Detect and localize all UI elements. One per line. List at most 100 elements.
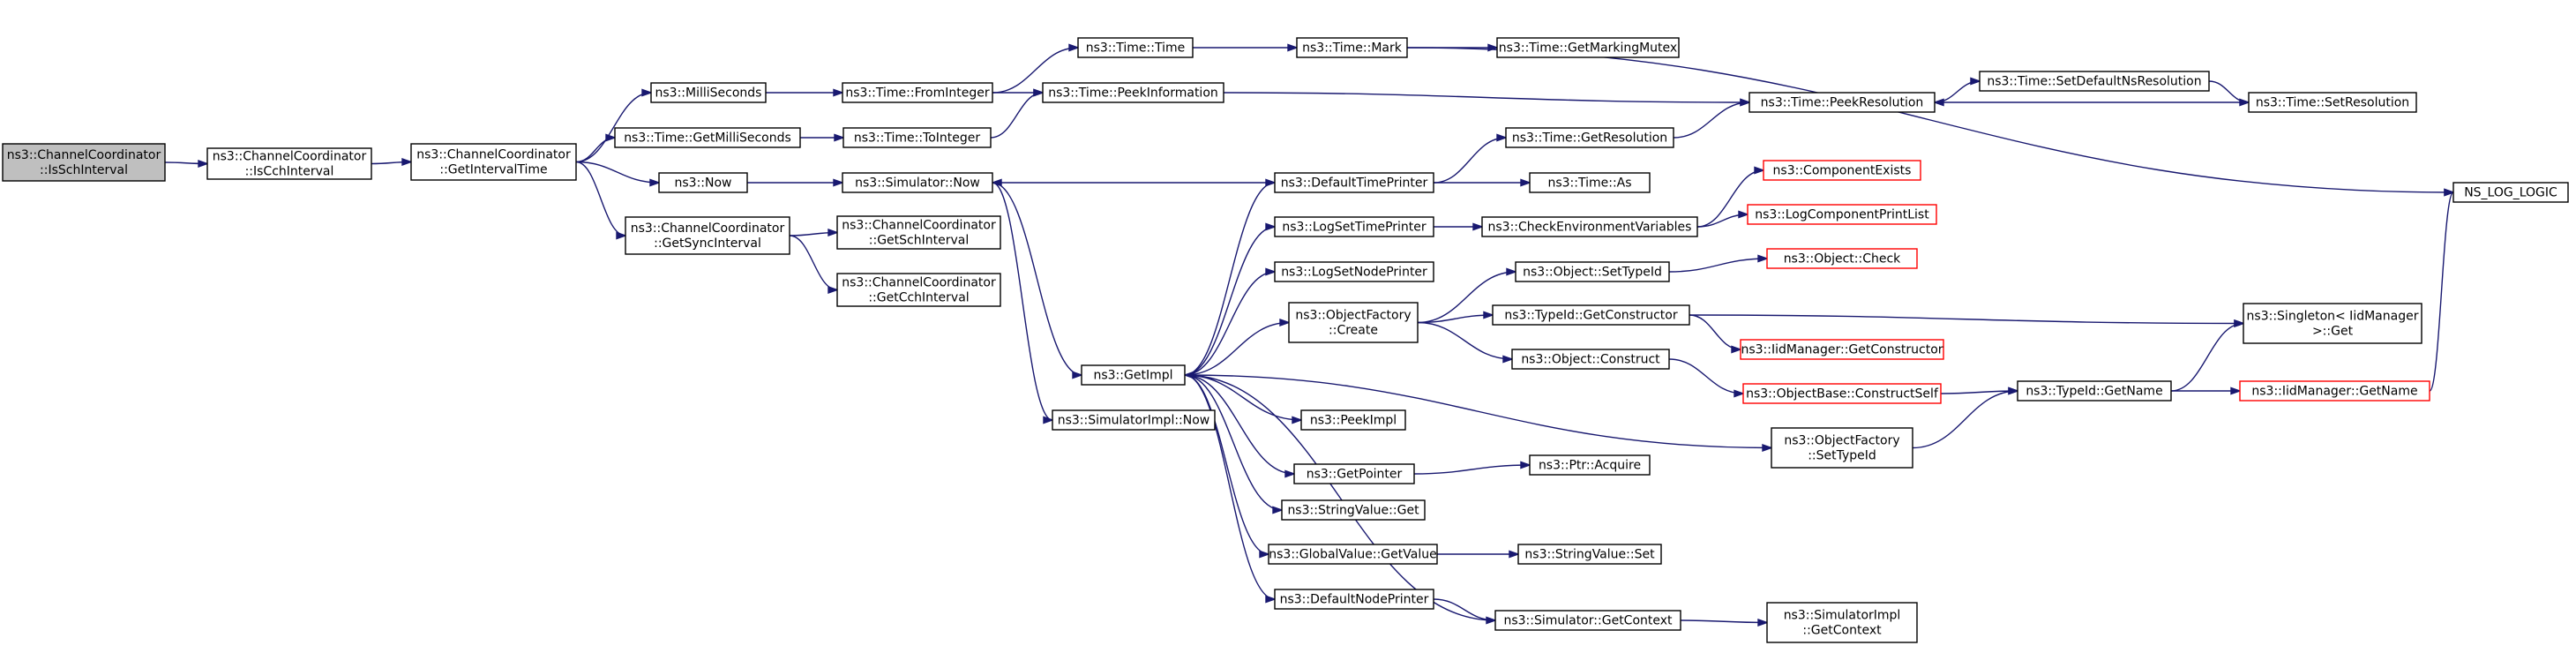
node-ns-log-logic[interactable]: NS_LOG_LOGIC bbox=[2452, 182, 2569, 203]
node-ns3-simulator-getcontext[interactable]: ns3::Simulator::GetContext bbox=[1494, 610, 1681, 631]
edge-line bbox=[575, 92, 652, 163]
node-ns3-typeid-getconstructor[interactable]: ns3::TypeId::GetConstructor bbox=[1492, 304, 1690, 326]
node-label: ns3::ComponentExists bbox=[1773, 164, 1912, 178]
node-ns3-time-getmilliseconds[interactable]: ns3::Time::GetMilliSeconds bbox=[614, 127, 801, 148]
node-ns3-objectfactory-create[interactable]: ns3::ObjectFactory::Create bbox=[1288, 302, 1419, 343]
arrow-icon bbox=[2234, 319, 2246, 327]
node-label: ::SetTypeId bbox=[1808, 449, 1876, 463]
call-edge bbox=[990, 178, 1275, 187]
node-box bbox=[1747, 204, 1937, 225]
node-label: ns3::IidManager::GetConstructor bbox=[1741, 343, 1943, 357]
node-ns3-peekimpl[interactable]: ns3::PeekImpl bbox=[1300, 409, 1406, 431]
call-edge bbox=[1184, 374, 1284, 514]
call-edge bbox=[575, 161, 662, 187]
node-ns3-time-getmarkingmutex[interactable]: ns3::Time::GetMarkingMutex bbox=[1496, 37, 1680, 58]
node-ns3-simulatorimpl-getcontext[interactable]: ns3::SimulatorImpl::GetContext bbox=[1766, 602, 1918, 643]
node-ns3-defaulttimeprinter[interactable]: ns3::DefaultTimePrinter bbox=[1274, 172, 1434, 193]
call-edge bbox=[1184, 374, 1277, 604]
edge-line bbox=[1934, 80, 1981, 103]
node-label: ns3::ObjectBase::ConstructSelf bbox=[1746, 387, 1939, 402]
call-edge bbox=[1668, 254, 1770, 273]
node-ns3-time-getresolution[interactable]: ns3::Time::GetResolution bbox=[1505, 127, 1674, 148]
arrow-icon bbox=[1483, 311, 1495, 319]
node-ns3-stringvalue-set[interactable]: ns3::StringValue::Set bbox=[1517, 544, 1662, 565]
call-edge bbox=[1912, 387, 2020, 449]
node-label: ns3::GlobalValue::GetValue bbox=[1269, 548, 1436, 562]
node-ns3-time-frominteger[interactable]: ns3::Time::FromInteger bbox=[842, 82, 993, 103]
node-ns3-channelcoordinator-iscchinterval[interactable]: ns3::ChannelCoordinator::IsCchInterval bbox=[206, 147, 372, 180]
node-ns3-logsetnodeprinter[interactable]: ns3::LogSetNodePrinter bbox=[1274, 261, 1434, 282]
edge-line bbox=[1184, 374, 1496, 621]
node-ns3-time-peekinformation[interactable]: ns3::Time::PeekInformation bbox=[1042, 82, 1224, 103]
node-label: ns3::ChannelCoordinator bbox=[416, 148, 571, 162]
arrow-icon bbox=[641, 88, 654, 97]
node-ns3-time-mark[interactable]: ns3::Time::Mark bbox=[1296, 37, 1408, 58]
node-label: ns3::Simulator::GetContext bbox=[1503, 614, 1673, 628]
node-ns3-componentexists[interactable]: ns3::ComponentExists bbox=[1763, 160, 1921, 181]
node-label: ns3::MilliSeconds bbox=[655, 86, 762, 101]
node-label: ns3::DefaultTimePrinter bbox=[1281, 176, 1428, 191]
node-ns3-object-construct[interactable]: ns3::Object::Construct bbox=[1511, 349, 1670, 370]
node-box bbox=[1052, 409, 1216, 431]
call-edge bbox=[1184, 374, 1271, 559]
node-ns3-globalvalue-getvalue[interactable]: ns3::GlobalValue::GetValue bbox=[1268, 544, 1438, 565]
node-ns3-typeid-getname[interactable]: ns3::TypeId::GetName bbox=[2017, 380, 2172, 402]
node-ns3-object-check[interactable]: ns3::Object::Check bbox=[1766, 248, 1918, 269]
node-ns3-objectfactory-settypeid[interactable]: ns3::ObjectFactory::SetTypeId bbox=[1771, 427, 1913, 469]
node-box bbox=[1529, 172, 1651, 193]
call-edge bbox=[1689, 314, 2246, 327]
arrow-icon bbox=[1284, 469, 1297, 478]
node-box bbox=[1740, 339, 1944, 360]
node-ns3-logcomponentprintlist[interactable]: ns3::LogComponentPrintList bbox=[1747, 204, 1937, 225]
node-ns3-iidmanager-getname[interactable]: ns3::IidManager::GetName bbox=[2239, 380, 2430, 402]
node-box bbox=[1511, 349, 1670, 370]
node-box bbox=[2243, 303, 2422, 344]
node-ns3-now[interactable]: ns3::Now bbox=[658, 172, 748, 193]
node-ns3-stringvalue-get[interactable]: ns3::StringValue::Get bbox=[1281, 499, 1426, 521]
node-box bbox=[206, 147, 372, 180]
arrow-icon bbox=[2008, 387, 2020, 395]
node-ns3-iidmanager-getconstructor[interactable]: ns3::IidManager::GetConstructor bbox=[1740, 339, 1944, 360]
node-ns3-getimpl[interactable]: ns3::GetImpl bbox=[1081, 364, 1186, 386]
node-label: ::GetIntervalTime bbox=[439, 163, 547, 177]
node-ns3-getpointer[interactable]: ns3::GetPointer bbox=[1293, 463, 1415, 484]
arrow-icon bbox=[1265, 595, 1277, 604]
node-ns3-channelcoordinator-isschinterval[interactable]: ns3::ChannelCoordinator::IsSchInterval bbox=[2, 143, 166, 182]
node-ns3-time-setdefaultnsresolution[interactable]: ns3::Time::SetDefaultNsResolution bbox=[1979, 71, 2210, 92]
node-ns3-channelcoordinator-getsyncinterval[interactable]: ns3::ChannelCoordinator::GetSyncInterval bbox=[625, 216, 790, 255]
node-ns3-objectbase-constructself[interactable]: ns3::ObjectBase::ConstructSelf bbox=[1742, 383, 1942, 404]
arrow-icon bbox=[1740, 98, 1752, 107]
node-ns3-channelcoordinator-getschinterval[interactable]: ns3::ChannelCoordinator::GetSchInterval bbox=[836, 215, 1001, 250]
call-edge bbox=[1417, 267, 1518, 324]
node-ns3-time-time[interactable]: ns3::Time::Time bbox=[1077, 37, 1194, 58]
edge-line bbox=[1413, 464, 1531, 475]
node-label: ns3::Time::Time bbox=[1086, 41, 1185, 56]
node-ns3-checkenvironmentvariables[interactable]: ns3::CheckEnvironmentVariables bbox=[1481, 216, 1698, 237]
node-label: ns3::Time::SetDefaultNsResolution bbox=[1987, 75, 2201, 89]
arrow-icon bbox=[1033, 88, 1045, 97]
edge-line bbox=[1689, 314, 1741, 350]
call-edge bbox=[765, 88, 845, 97]
node-ns3-defaultnodeprinter[interactable]: ns3::DefaultNodePrinter bbox=[1274, 589, 1434, 610]
arrow-icon bbox=[1757, 254, 1770, 263]
call-edge bbox=[575, 88, 654, 163]
call-edge bbox=[2429, 188, 2456, 392]
node-ns3-time-tointeger[interactable]: ns3::Time::ToInteger bbox=[842, 127, 992, 148]
node-ns3-time-peekresolution[interactable]: ns3::Time::PeekResolution bbox=[1749, 92, 1936, 113]
node-ns3-milliseconds[interactable]: ns3::MilliSeconds bbox=[650, 82, 767, 103]
node-label: ns3::Now bbox=[675, 176, 732, 191]
call-edge bbox=[2171, 387, 2243, 395]
node-ns3-channelcoordinator-getcchinterval[interactable]: ns3::ChannelCoordinator::GetCchInterval bbox=[836, 273, 1001, 307]
node-box bbox=[1293, 463, 1415, 484]
node-ns3-simulatorimpl-now[interactable]: ns3::SimulatorImpl::Now bbox=[1052, 409, 1216, 431]
node-ns3-ptr-acquire[interactable]: ns3::Ptr::Acquire bbox=[1529, 454, 1651, 476]
node-ns3-time-setresolution[interactable]: ns3::Time::SetResolution bbox=[2248, 92, 2417, 113]
node-ns3-simulator-now[interactable]: ns3::Simulator::Now bbox=[842, 172, 993, 193]
node-ns3-channelcoordinator-getintervaltime[interactable]: ns3::ChannelCoordinator::GetIntervalTime bbox=[410, 143, 577, 181]
node-ns3-logsettimeprinter[interactable]: ns3::LogSetTimePrinter bbox=[1274, 216, 1434, 237]
node-label: ns3::LogSetNodePrinter bbox=[1281, 266, 1427, 280]
arrow-icon bbox=[1472, 222, 1485, 231]
node-ns3-object-settypeid[interactable]: ns3::Object::SetTypeId bbox=[1515, 261, 1670, 282]
node-ns3-time-as[interactable]: ns3::Time::As bbox=[1529, 172, 1651, 193]
node-ns3-singleton-iidmanager-get[interactable]: ns3::Singleton< IidManager>::Get bbox=[2243, 303, 2422, 344]
